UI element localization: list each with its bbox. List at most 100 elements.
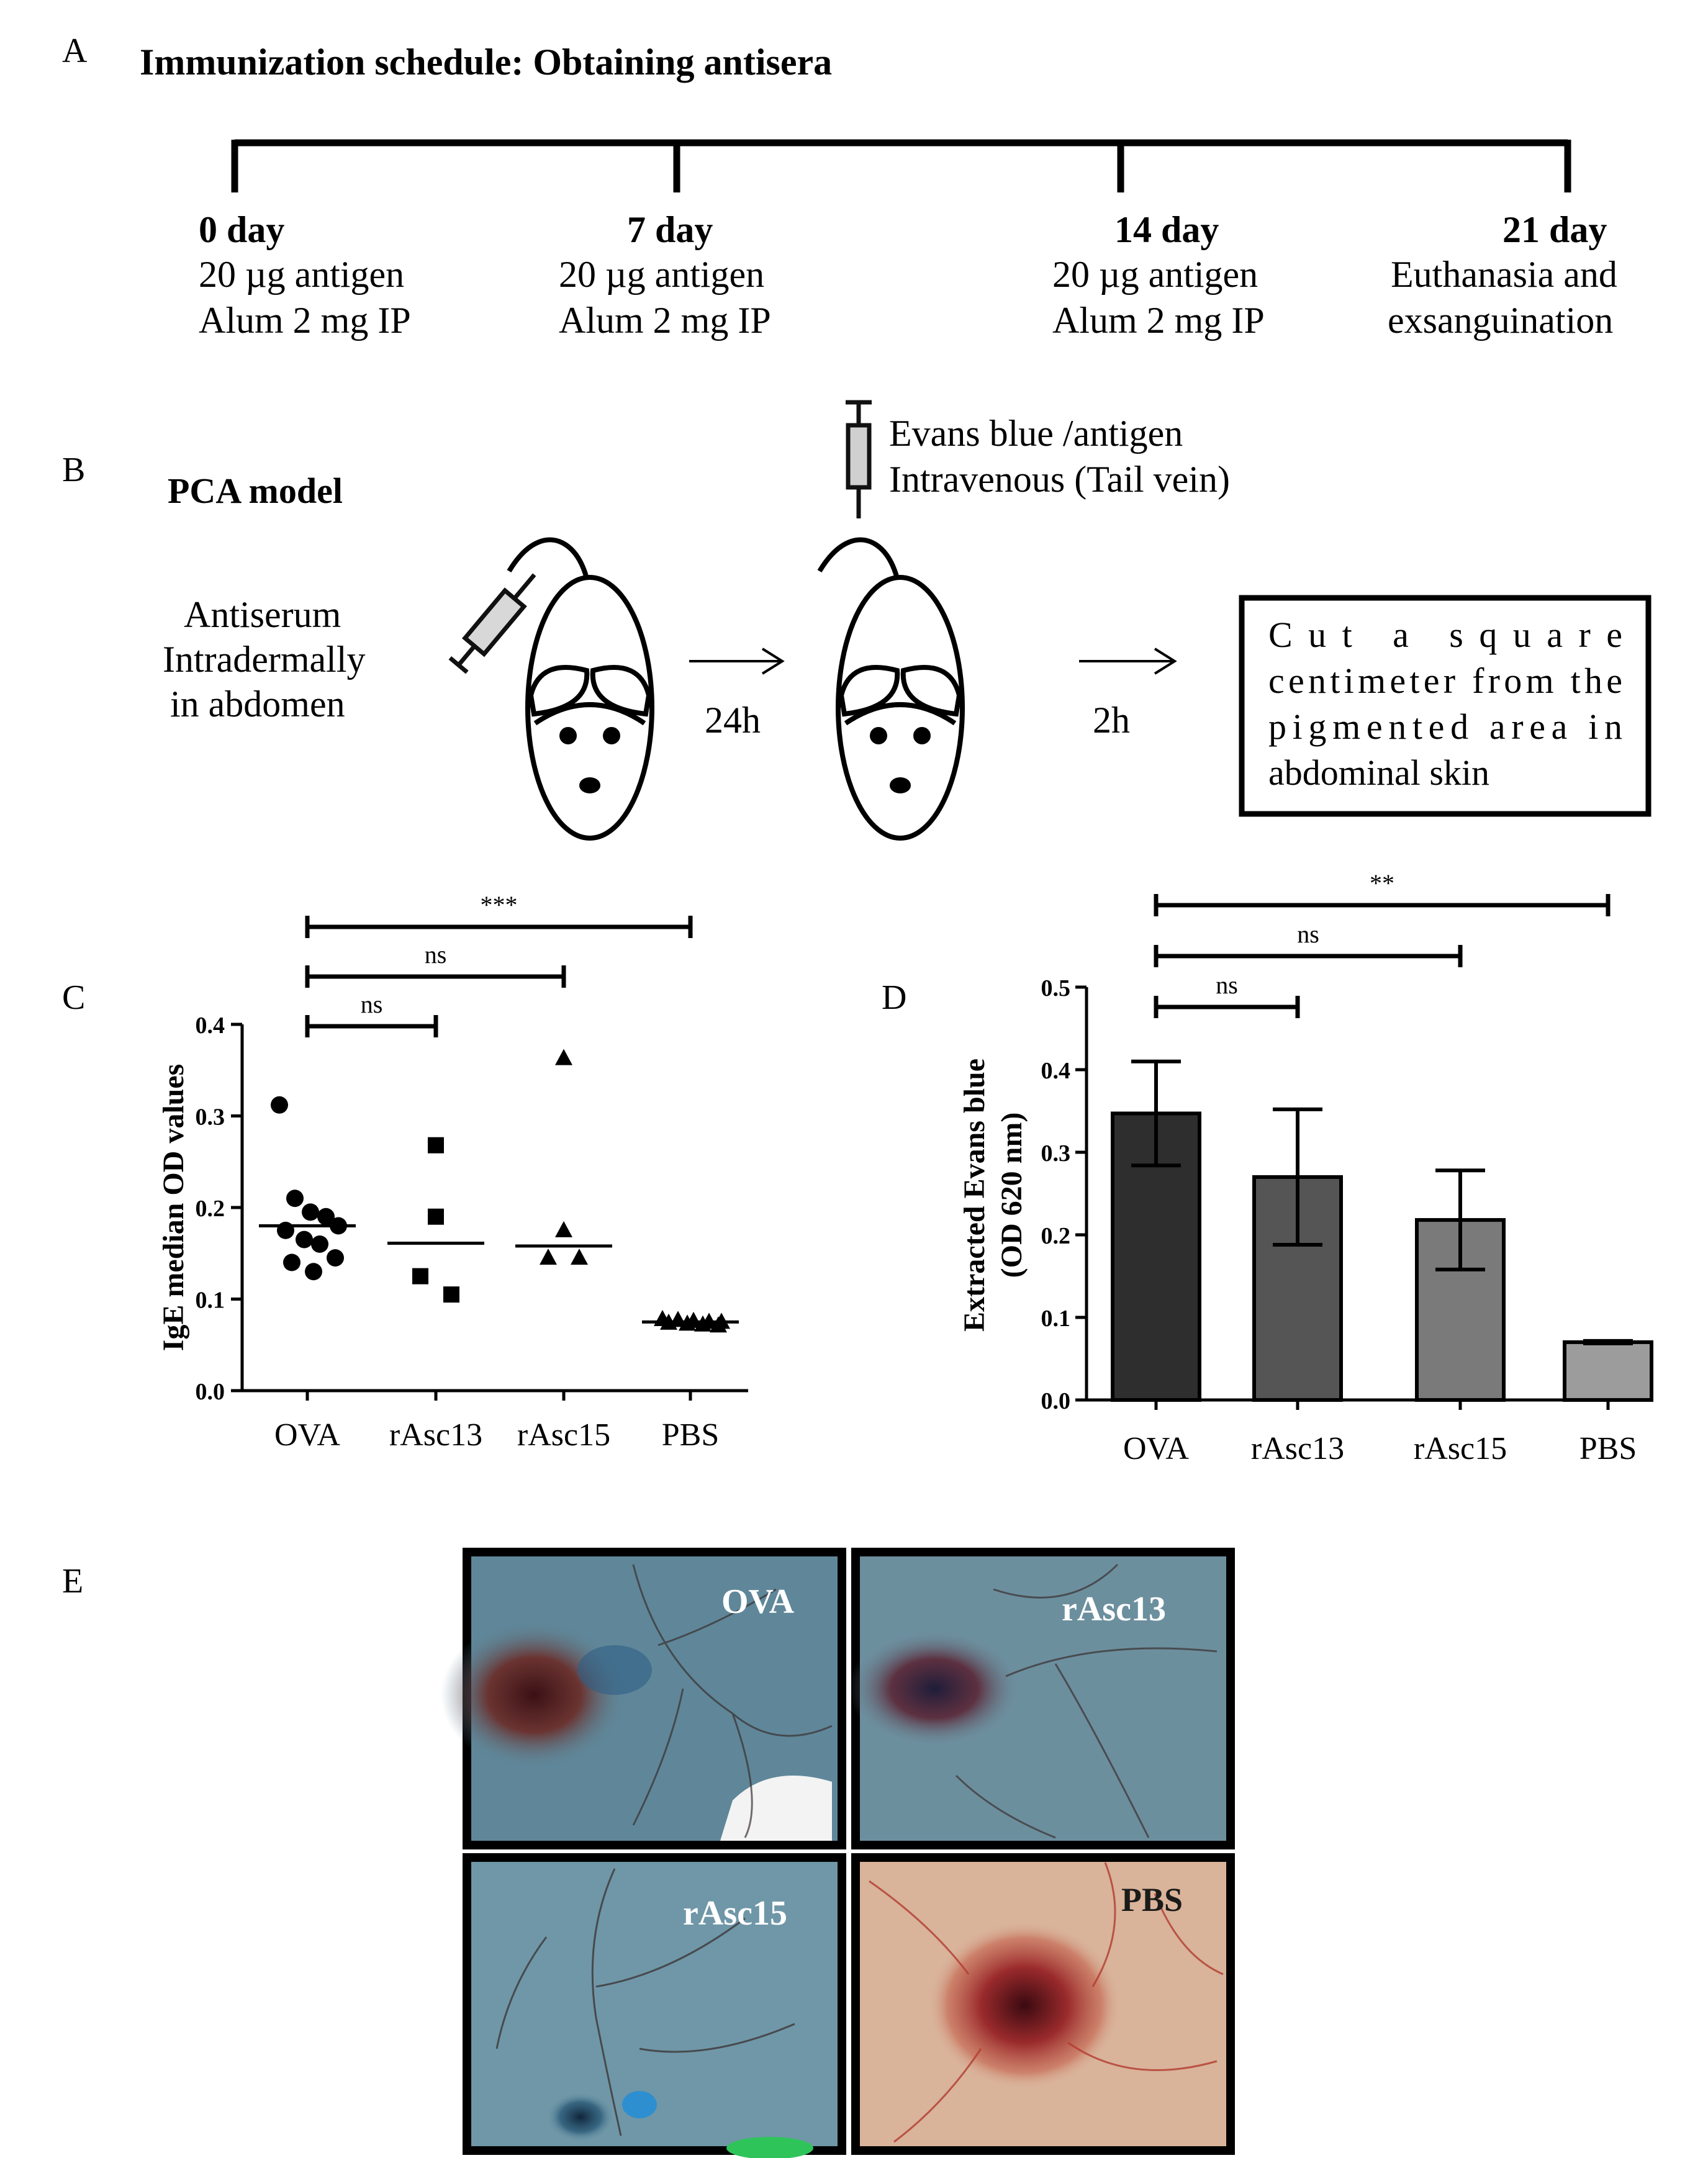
x-tick-label: OVA xyxy=(1123,1431,1189,1466)
arrow-icon xyxy=(689,648,785,675)
antiserum-line: in abdomen xyxy=(170,684,345,725)
antiserum-text: Antiserum Intradermally in abdomen xyxy=(163,594,366,725)
step-line1: 20 µg antigen xyxy=(199,254,404,295)
step-line2: Alum 2 mg IP xyxy=(1052,300,1265,341)
y-axis-label-line: Extracted Evans blue xyxy=(958,1059,991,1332)
panel-b-title: PCA model xyxy=(168,471,343,511)
significance-label: ns xyxy=(1216,971,1238,999)
x-tick-label: rAsc13 xyxy=(389,1417,482,1453)
antiserum-line: Antiserum xyxy=(184,594,341,635)
significance-label: ns xyxy=(361,990,383,1018)
data-point xyxy=(428,1137,444,1153)
y-tick-label: 0.4 xyxy=(1041,1058,1071,1084)
data-point xyxy=(317,1208,335,1226)
data-point xyxy=(540,1248,557,1265)
step-line2: Alum 2 mg IP xyxy=(559,300,771,341)
syringe-icon xyxy=(846,400,872,518)
panel-e-letter: E xyxy=(62,1562,83,1600)
data-point xyxy=(286,1190,304,1208)
x-tick-label: PBS xyxy=(662,1417,720,1453)
arrow-icon xyxy=(1079,648,1177,675)
y-tick-label: 0.1 xyxy=(196,1288,225,1314)
injection-line: Intravenous (Tail vein) xyxy=(889,459,1230,500)
data-point xyxy=(571,1248,588,1265)
y-tick-label: 0.4 xyxy=(196,1013,225,1039)
procedure-box xyxy=(1239,595,1652,817)
data-point xyxy=(296,1230,313,1248)
photo-pbs: PBS xyxy=(851,1853,1235,2155)
data-point xyxy=(412,1268,428,1284)
mouse-icon xyxy=(507,537,654,841)
data-point xyxy=(428,1208,444,1225)
photo-label: rAsc13 xyxy=(1062,1590,1166,1628)
x-tick-label: PBS xyxy=(1579,1431,1637,1466)
photo-label: rAsc15 xyxy=(683,1894,787,1933)
data-point xyxy=(327,1249,344,1267)
panel-a-letter: A xyxy=(62,32,88,70)
data-point xyxy=(311,1235,328,1253)
step-line1: 20 µg antigen xyxy=(1052,254,1258,295)
panel-a-title: Immunization schedule: Obtaining antiser… xyxy=(140,42,832,83)
timeline xyxy=(231,139,1571,192)
y-tick-label: 0.2 xyxy=(196,1196,225,1222)
timeline-step-0: 0 day 20 µg antigen Alum 2 mg IP xyxy=(199,209,411,341)
data-point xyxy=(271,1096,288,1114)
photo-rasc13: rAsc13 xyxy=(847,1548,1235,1849)
step-day-label: 0 day xyxy=(199,209,284,250)
antiserum-line: Intradermally xyxy=(163,639,366,680)
photo-ova: OVA xyxy=(441,1548,846,1849)
step-line2: Alum 2 mg IP xyxy=(199,300,411,341)
photo-label: OVA xyxy=(721,1582,795,1621)
panel-b: B PCA model Antiserum Intradermally in a… xyxy=(62,400,1652,841)
box-line: abdominal skin xyxy=(1268,752,1489,793)
panel-c-letter: C xyxy=(62,978,85,1017)
step-line2: exsanguination xyxy=(1388,300,1613,341)
step-line1: 20 µg antigen xyxy=(559,254,764,295)
panel-a: A Immunization schedule: Obtaining antis… xyxy=(62,32,1617,341)
x-tick-label: OVA xyxy=(274,1417,340,1453)
y-tick-label: 0.3 xyxy=(1041,1140,1071,1167)
timeline-step-2: 14 day 20 µg antigen Alum 2 mg IP xyxy=(1052,209,1265,341)
mouse-icon xyxy=(817,537,965,841)
significance-label: ns xyxy=(1297,920,1319,948)
data-point xyxy=(555,1049,572,1065)
step-line1: Euthanasia and xyxy=(1391,254,1617,295)
y-tick-label: 0.2 xyxy=(1041,1223,1071,1249)
timeline-step-3: 21 day Euthanasia and exsanguination xyxy=(1388,209,1617,341)
significance-label: ** xyxy=(1370,869,1394,897)
panel-b-letter: B xyxy=(62,451,85,489)
timeline-step-1: 7 day 20 µg antigen Alum 2 mg IP xyxy=(559,209,771,341)
syringe-icon xyxy=(448,573,536,674)
y-tick-label: 0.3 xyxy=(196,1104,225,1131)
data-point xyxy=(443,1286,459,1303)
panel-e: E OVA rAsc13 xyxy=(62,1548,1235,2158)
y-tick-label: 0.0 xyxy=(196,1379,225,1405)
photo-label: PBS xyxy=(1121,1881,1183,1918)
data-point xyxy=(555,1221,572,1237)
significance-label: ns xyxy=(425,941,447,968)
x-tick-label: rAsc13 xyxy=(1251,1431,1344,1466)
photo-rasc15: rAsc15 xyxy=(463,1853,846,2158)
x-tick-label: rAsc15 xyxy=(1414,1431,1507,1466)
data-point xyxy=(305,1263,322,1281)
y-axis-label-line: (OD 620 nm) xyxy=(995,1113,1028,1278)
panel-d-letter: D xyxy=(882,978,906,1017)
x-tick-label: rAsc15 xyxy=(517,1417,610,1453)
step-day-label: 7 day xyxy=(627,209,713,250)
arrow-label-2h: 2h xyxy=(1093,700,1130,741)
data-point xyxy=(710,1316,727,1333)
arrow-label-24h: 24h xyxy=(705,700,761,741)
step-day-label: 21 day xyxy=(1502,209,1607,250)
y-tick-label: 0.0 xyxy=(1041,1388,1071,1414)
step-day-label: 14 day xyxy=(1114,209,1219,250)
injection-line: Evans blue /antigen xyxy=(889,413,1183,454)
data-point xyxy=(302,1203,319,1221)
y-tick-label: 0.1 xyxy=(1041,1306,1071,1332)
significance-label: *** xyxy=(481,891,518,919)
bar xyxy=(1563,1340,1653,1402)
y-axis-label: IgE median OD values xyxy=(157,1064,190,1352)
